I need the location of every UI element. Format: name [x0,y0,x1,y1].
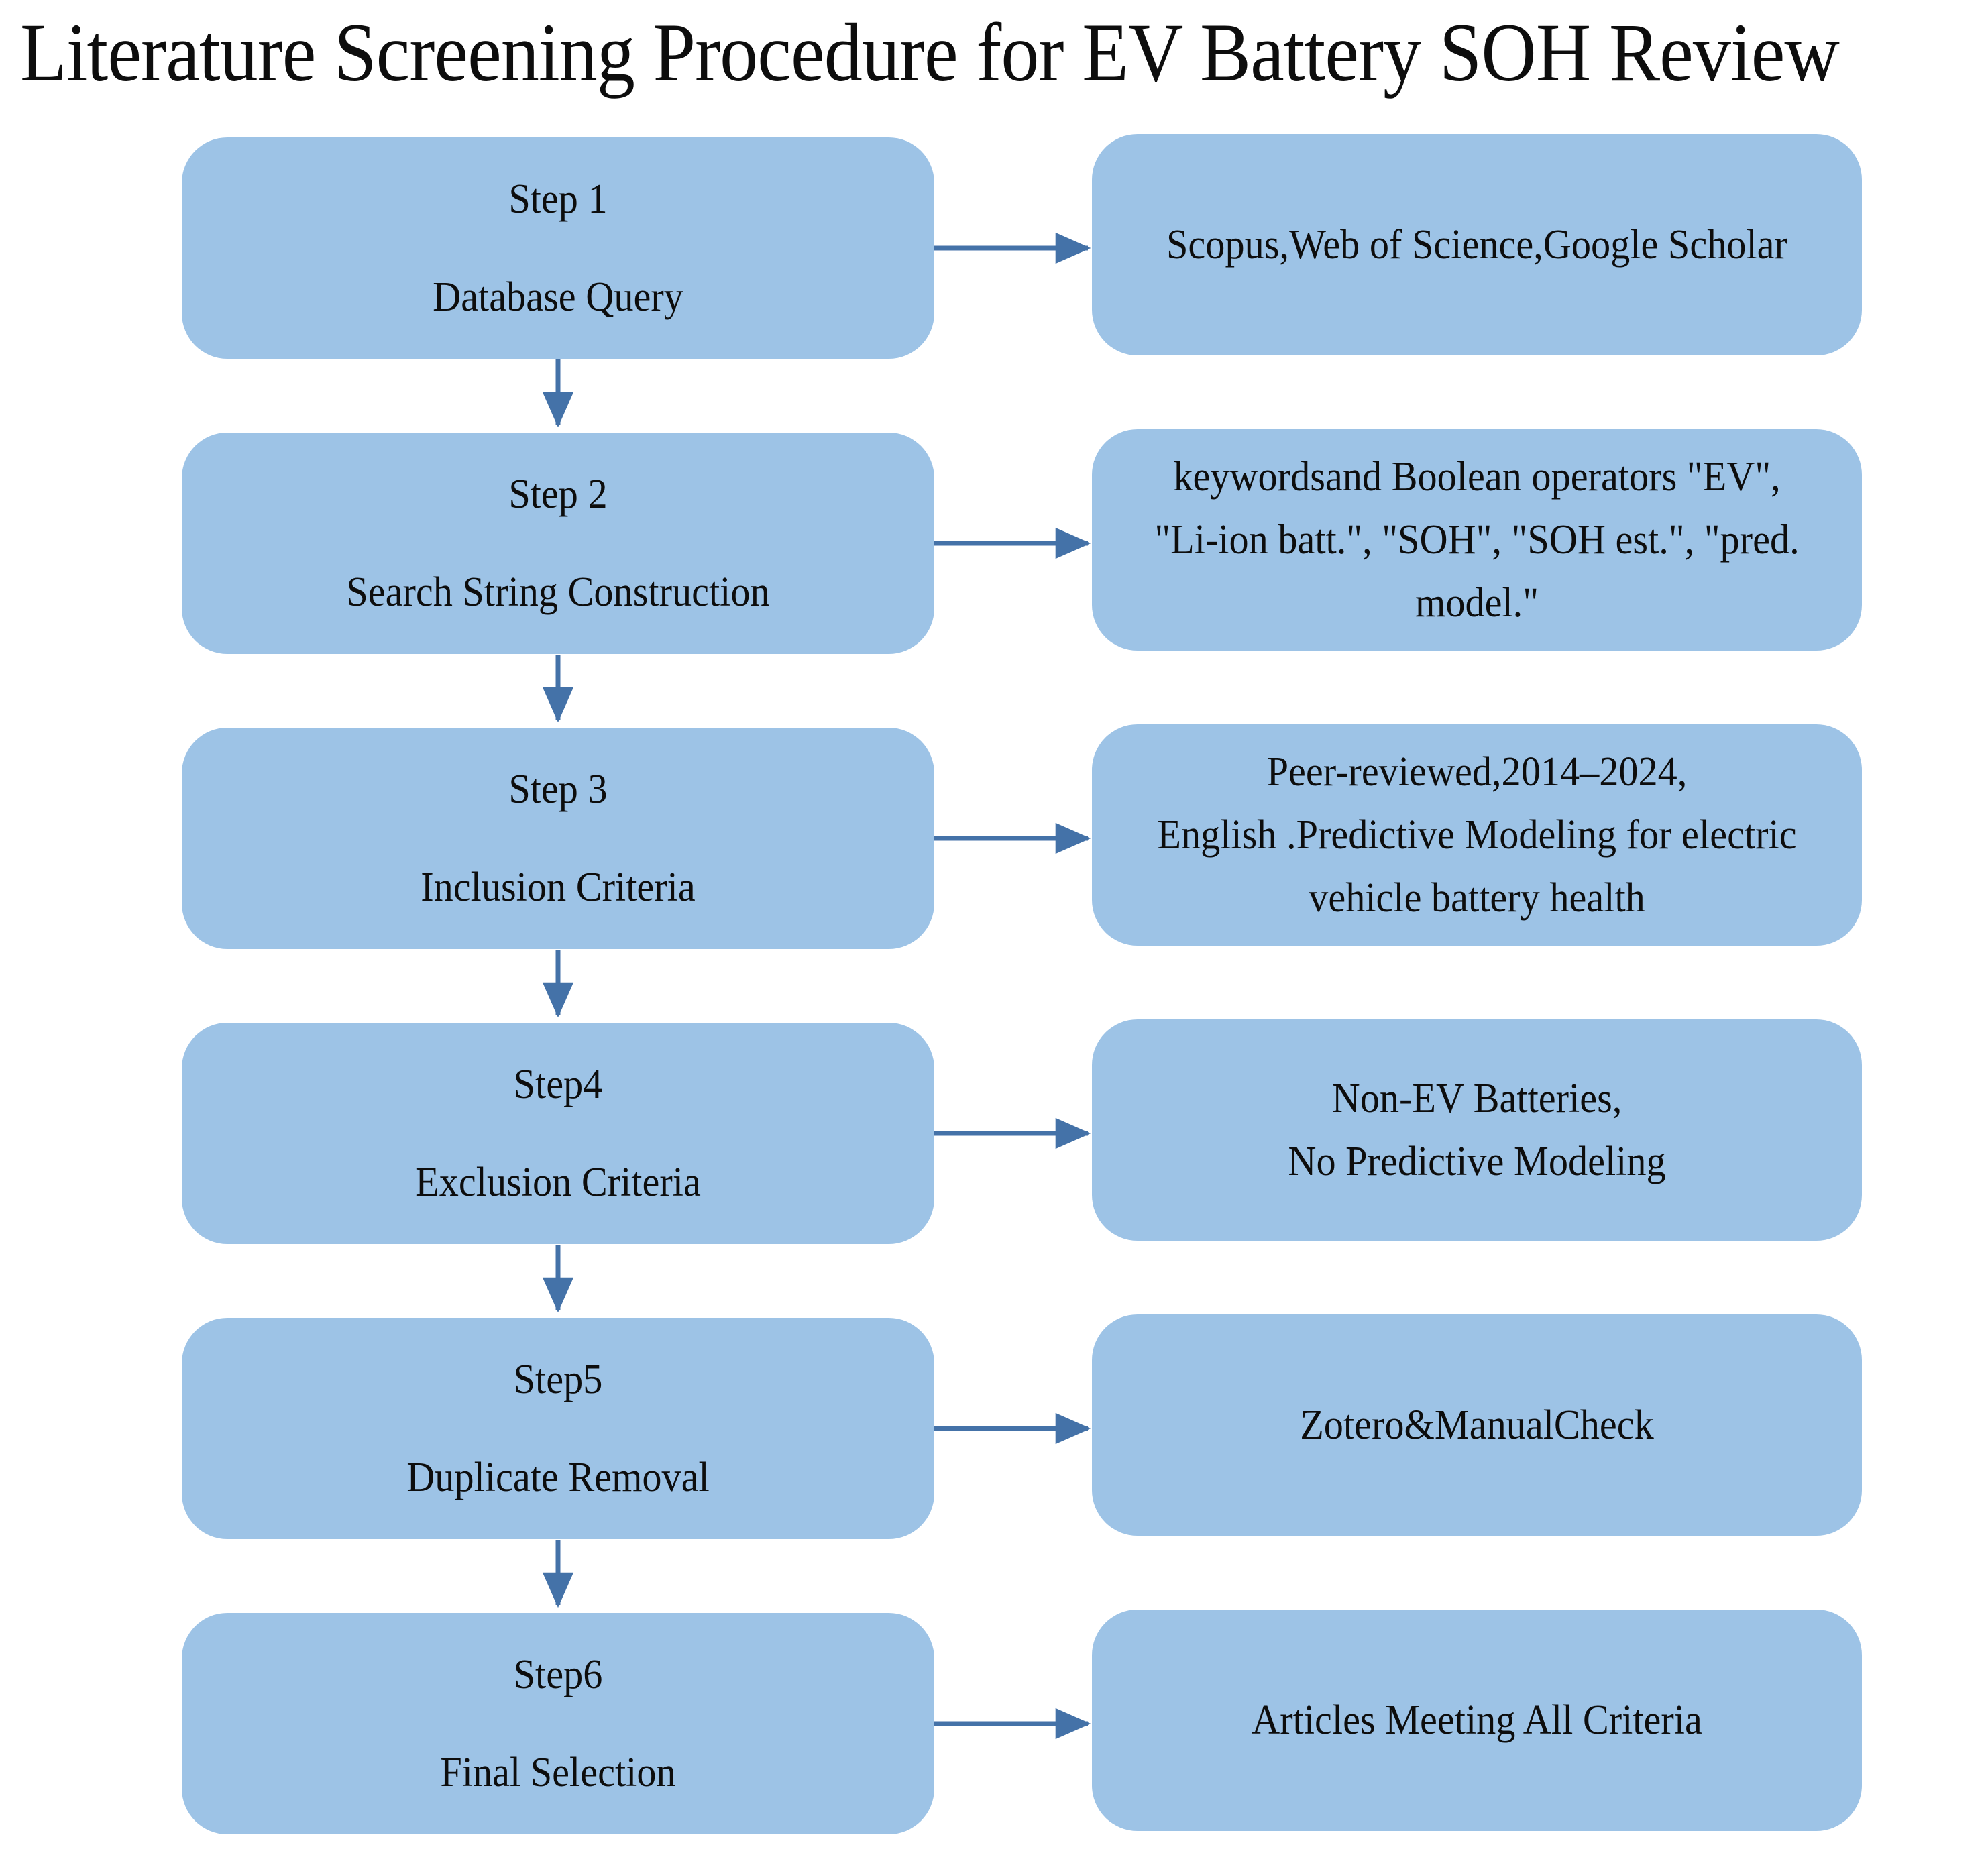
node-step2-detail-line-3: model." [1415,580,1539,626]
node-step2[interactable]: Step 2 Search String Construction [182,433,934,654]
node-step1-title: Database Query [433,274,683,320]
node-step4-detail-line-1: Non-EV Batteries, [1331,1075,1622,1121]
node-step3-detail-line-2: English .Predictive Modeling for electri… [1157,811,1797,858]
page-title: Literature Screening Procedure for EV Ba… [20,7,1840,99]
node-step1[interactable]: Step 1 Database Query [182,137,934,359]
node-step4-detail-line-2: No Predictive Modeling [1288,1139,1666,1184]
node-step5-detail-line-1: Zotero&ManualCheck [1300,1402,1654,1448]
node-step2-detail[interactable]: keywordsand Boolean operators "EV", "Li-… [1092,429,1862,651]
node-step3-detail-line-1: Peer-reviewed,2014–2024, [1266,748,1688,795]
node-step1-step-label: Step 1 [508,176,608,222]
node-step2-detail-line-2: "Li-ion batt.", "SOH", "SOH est.", "pred… [1154,516,1800,563]
node-step3-detail-line-3: vehicle battery health [1309,875,1645,921]
node-step3-detail[interactable]: Peer-reviewed,2014–2024, English .Predic… [1092,724,1862,946]
node-step1-detail-line-1: Scopus,Web of Science,Google Scholar [1166,221,1787,268]
node-step2-step-label: Step 2 [508,471,608,517]
node-step5-step-label: Step5 [513,1356,603,1402]
node-step2-detail-line-1: keywordsand Boolean operators "EV", [1173,453,1781,500]
node-step4-title: Exclusion Criteria [415,1160,701,1205]
node-step1-detail[interactable]: Scopus,Web of Science,Google Scholar [1092,134,1862,355]
node-step3[interactable]: Step 3 Inclusion Criteria [182,728,934,949]
node-step2-title: Search String Construction [346,569,770,615]
node-step4[interactable]: Step4 Exclusion Criteria [182,1023,934,1244]
node-step6-detail[interactable]: Articles Meeting All Criteria [1092,1610,1862,1831]
node-step5-title: Duplicate Removal [406,1455,710,1500]
node-step4-step-label: Step4 [513,1061,603,1107]
node-step3-title: Inclusion Criteria [421,864,696,910]
node-step6-detail-line-1: Articles Meeting All Criteria [1252,1697,1702,1743]
node-step6[interactable]: Step6 Final Selection [182,1613,934,1834]
node-step5[interactable]: Step5 Duplicate Removal [182,1318,934,1539]
node-step4-detail[interactable]: Non-EV Batteries, No Predictive Modeling [1092,1019,1862,1241]
node-step5-detail[interactable]: Zotero&ManualCheck [1092,1314,1862,1536]
node-step6-step-label: Step6 [513,1651,603,1697]
node-step3-step-label: Step 3 [508,766,608,812]
node-step6-title: Final Selection [440,1750,676,1795]
